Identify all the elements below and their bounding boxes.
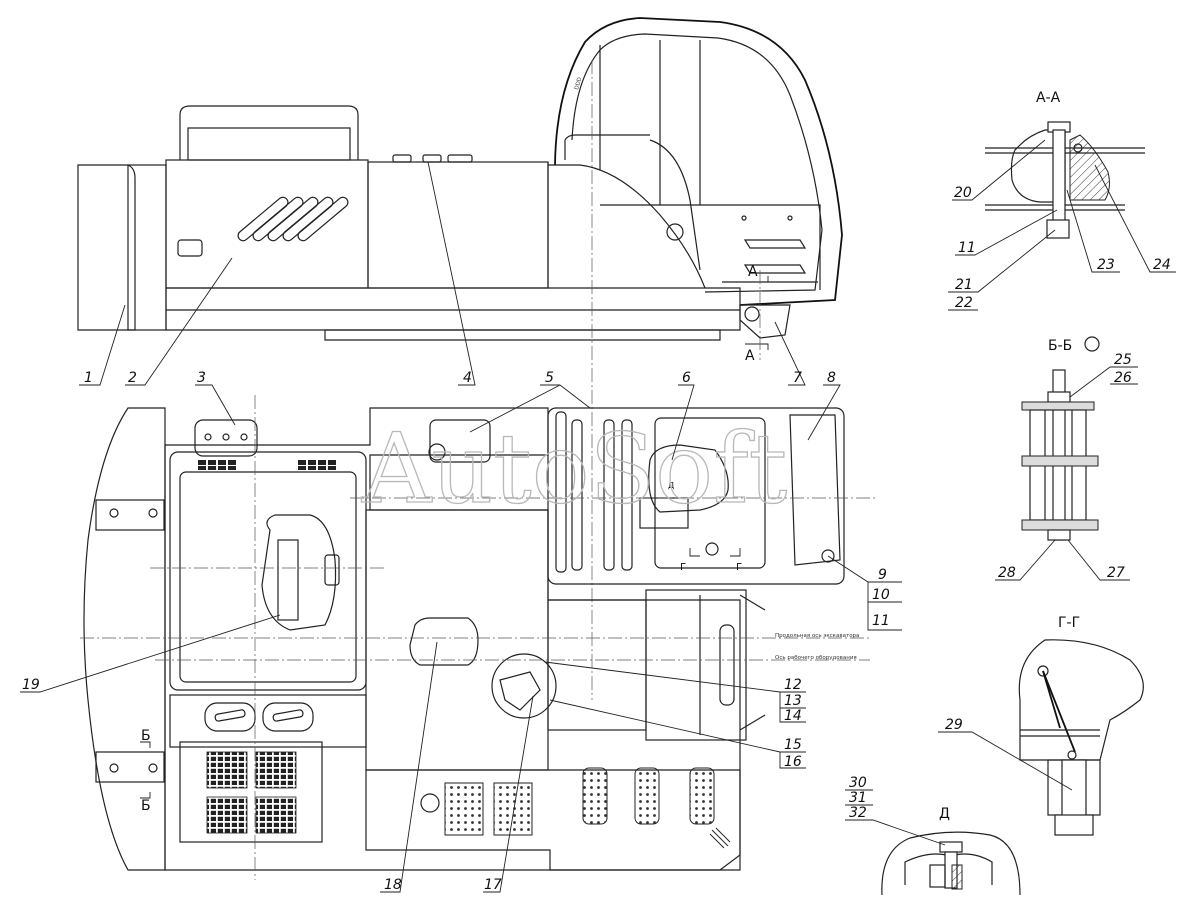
plan-view: Б Б [80, 395, 875, 880]
callout-6: 6 [682, 370, 691, 386]
callout-22: 22 [955, 295, 973, 311]
callout-16: 16 [784, 754, 802, 770]
callout-numbers: 1 2 3 4 5 6 7 8 9 10 11 12 13 14 15 16 1… [22, 185, 1171, 893]
counterweight-plan [83, 407, 166, 871]
callout-12: 12 [784, 677, 802, 693]
callout-20: 20 [954, 185, 972, 201]
cabin-plan [547, 407, 845, 585]
callout-18: 18 [384, 877, 402, 893]
callout-23: 23 [1097, 257, 1115, 273]
radiator-grille [179, 741, 323, 843]
longitudinal-axis-label: Продольная ось экскаватора [775, 633, 859, 639]
callout-32: 32 [849, 805, 867, 821]
callout-25: 25 [1114, 352, 1132, 368]
hydraulic-tank-cap [491, 653, 557, 719]
section-g-right-label: Г [736, 562, 742, 573]
callout-15: 15 [784, 737, 802, 753]
callout-2: 2 [128, 370, 137, 386]
callout-17: 17 [484, 877, 502, 893]
side-view: DDD А А [77, 17, 843, 700]
section-b-bottom-label: Б [141, 798, 151, 814]
hood-hinge [429, 419, 491, 463]
section-g-g-title: Г-Г [1058, 615, 1080, 631]
section-a-a: А-А [985, 90, 1145, 239]
section-d-marker: Д [668, 481, 674, 490]
callout-5: 5 [545, 370, 554, 386]
cabin-mount-bracket [739, 304, 791, 339]
cabin-side: DDD [554, 17, 843, 306]
callout-7: 7 [793, 370, 802, 386]
operator-seat [648, 444, 729, 513]
callout-29: 29 [945, 717, 963, 733]
callout-13: 13 [784, 693, 802, 709]
callout-3: 3 [197, 370, 206, 386]
battery-cover [409, 617, 479, 666]
callout-10: 10 [872, 587, 890, 603]
section-b-top-label: Б [141, 728, 151, 744]
section-d: Д [881, 806, 1021, 896]
callout-31: 31 [849, 790, 867, 806]
section-d-title: Д [939, 806, 950, 822]
counterweight-side [77, 164, 136, 331]
callout-27: 27 [1107, 565, 1125, 581]
section-g-left-label: Г [680, 562, 686, 573]
callout-9: 9 [878, 567, 887, 583]
callout-4: 4 [463, 370, 472, 386]
callout-11-section-a: 11 [958, 240, 976, 256]
watermark: AutoSoft [361, 413, 787, 525]
vent-slots [237, 196, 349, 242]
hood-lock [261, 514, 337, 631]
engine-compartment [169, 451, 367, 691]
callout-30: 30 [849, 775, 867, 791]
callout-1: 1 [84, 370, 93, 386]
callout-19: 19 [22, 677, 40, 693]
section-a-a-title: А-А [1036, 90, 1061, 106]
section-a-top-label: А [748, 264, 758, 280]
work-equipment-axis-label: Ось рабочего оборудования [775, 655, 857, 661]
section-a-marker [745, 276, 769, 350]
callout-21: 21 [955, 277, 973, 293]
callout-11: 11 [872, 613, 890, 629]
svg-text:DDD: DDD [574, 77, 583, 91]
section-a-bottom-label: А [745, 348, 755, 364]
hood-latch [194, 419, 258, 457]
section-b-b-title: Б-Б [1048, 338, 1072, 354]
leader-lines [20, 139, 1176, 893]
callout-8: 8 [827, 370, 836, 386]
callout-14: 14 [784, 708, 802, 724]
callout-24: 24 [1153, 257, 1171, 273]
callout-26: 26 [1114, 370, 1132, 386]
callout-28: 28 [998, 565, 1016, 581]
engine-hood [165, 159, 369, 289]
section-b-b: Б-Б [1021, 336, 1100, 541]
section-g-g: Г-Г [1018, 615, 1144, 836]
